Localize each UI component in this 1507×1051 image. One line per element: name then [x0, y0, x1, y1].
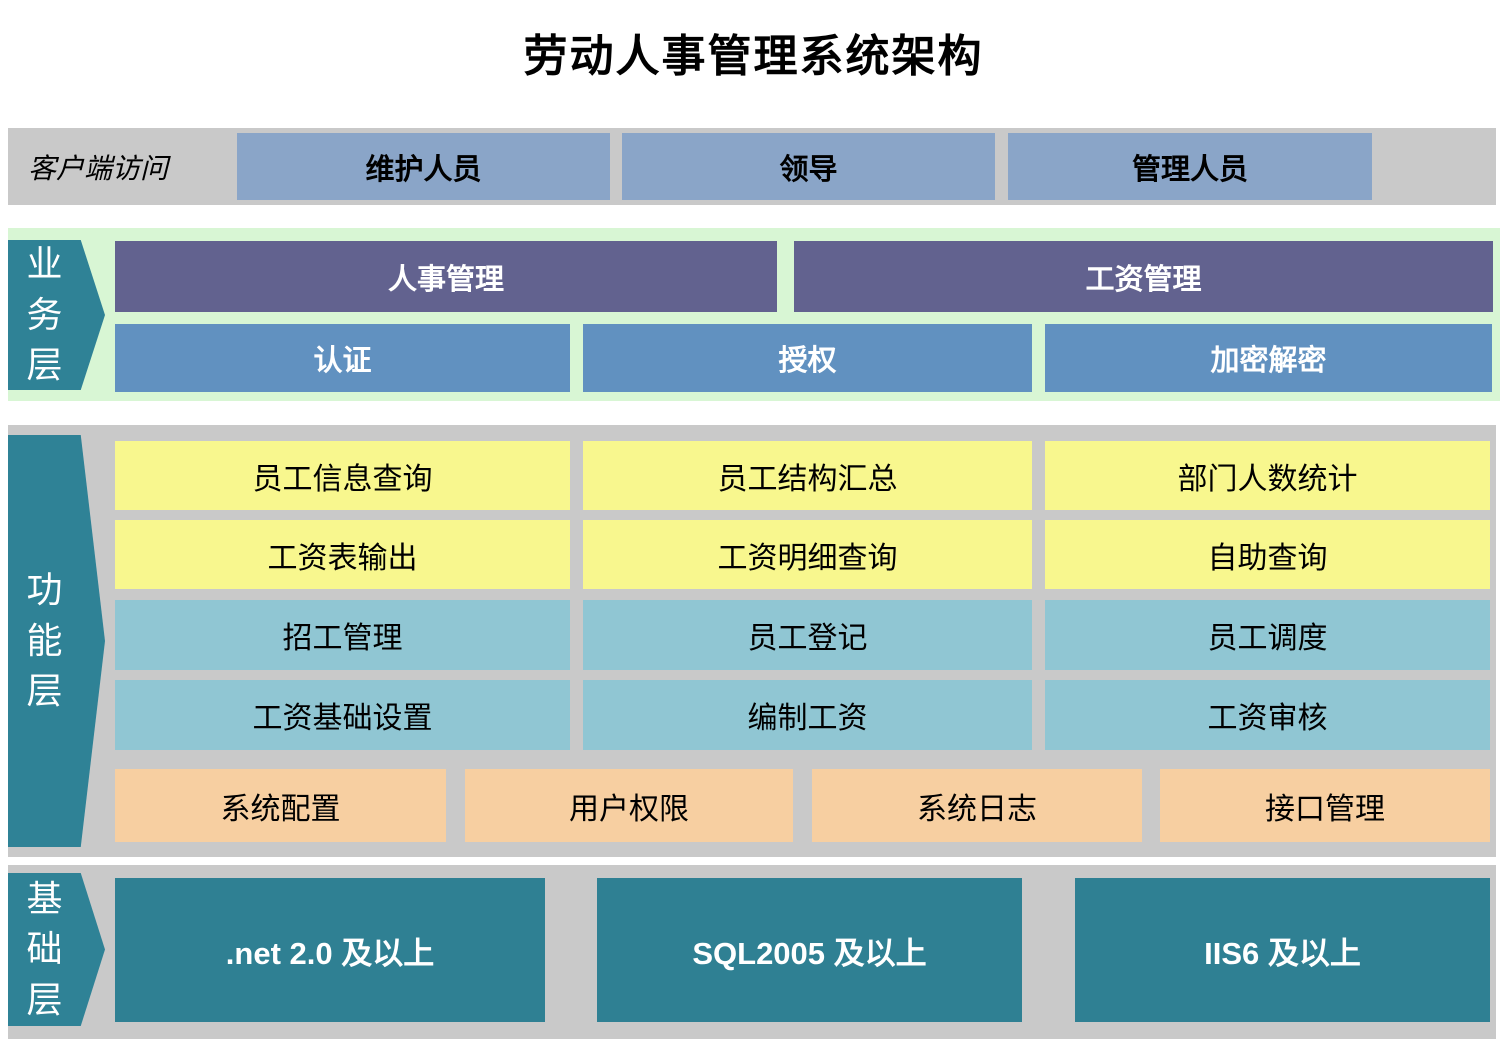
module-box-personnel: 人事管理: [115, 241, 777, 312]
diagram-title: 劳动人事管理系统架构: [523, 32, 984, 81]
service-box-authorization: 授权: [583, 324, 1032, 392]
function-layer-label: 功能层: [26, 569, 63, 712]
function-box-department-headcount: 部门人数统计: [1045, 441, 1490, 510]
function-box-interface-management: 接口管理: [1160, 769, 1490, 842]
client-access-label: 客户端访问: [28, 152, 169, 184]
function-box-payroll-output: 工资表输出: [115, 520, 570, 589]
business-layer-label: 业务层: [26, 243, 63, 386]
client-box-manager: 管理人员: [1008, 133, 1372, 200]
function-box-system-config: 系统配置: [115, 769, 446, 842]
function-box-employee-info-query: 员工信息查询: [115, 441, 570, 510]
base-layer-label: 基础层: [26, 877, 63, 1020]
client-box-leader: 领导: [622, 133, 995, 200]
function-box-salary-detail-query: 工资明细查询: [583, 520, 1032, 589]
function-box-system-log: 系统日志: [812, 769, 1142, 842]
module-box-salary: 工资管理: [794, 241, 1493, 312]
function-box-employee-scheduling: 员工调度: [1045, 600, 1490, 670]
base-layer-arrow: 基础层: [8, 873, 105, 1026]
function-box-salary-audit: 工资审核: [1045, 680, 1490, 750]
service-box-authentication: 认证: [115, 324, 570, 392]
function-box-salary-base-settings: 工资基础设置: [115, 680, 570, 750]
business-layer-arrow: 业务层: [8, 240, 105, 390]
base-layer-band: 基础层 .net 2.0 及以上 SQL2005 及以上 IIS6 及以上: [8, 865, 1496, 1039]
function-box-user-permissions: 用户权限: [465, 769, 793, 842]
service-box-encryption: 加密解密: [1045, 324, 1492, 392]
base-box-dotnet: .net 2.0 及以上: [115, 878, 545, 1022]
function-box-salary-compilation: 编制工资: [583, 680, 1032, 750]
function-box-employee-structure-summary: 员工结构汇总: [583, 441, 1032, 510]
business-layer-band: 业务层 人事管理 工资管理 认证 授权 加密解密: [8, 228, 1500, 401]
function-layer-arrow: 功能层: [8, 435, 105, 847]
function-box-employee-registration: 员工登记: [583, 600, 1032, 670]
function-box-self-service-query: 自助查询: [1045, 520, 1490, 589]
client-box-maintainer: 维护人员: [237, 133, 610, 200]
client-access-band: 客户端访问 维护人员 领导 管理人员: [8, 128, 1496, 205]
base-box-iis: IIS6 及以上: [1075, 878, 1490, 1022]
function-layer-band: 功能层 员工信息查询 员工结构汇总 部门人数统计 工资表输出 工资明细查询 自助…: [8, 425, 1496, 857]
function-box-recruitment-management: 招工管理: [115, 600, 570, 670]
base-box-sql: SQL2005 及以上: [597, 878, 1022, 1022]
